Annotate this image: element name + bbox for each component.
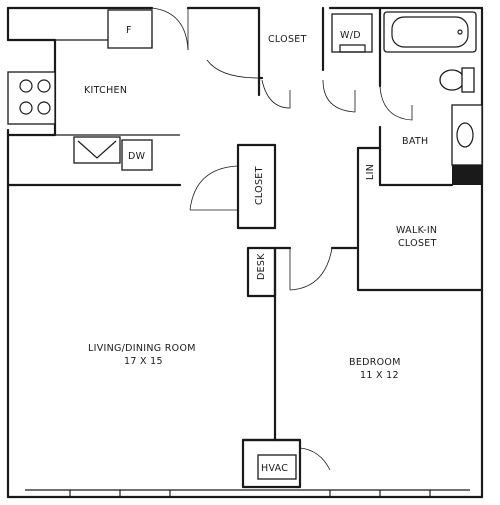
bedroom-area: BEDROOM 11 X 12 <box>349 357 401 381</box>
linen-label: LIN <box>365 164 376 180</box>
dishwasher <box>121 139 153 171</box>
fridge <box>107 9 153 49</box>
bath-label: BATH <box>402 136 428 147</box>
living-dining-area: LIVING/DINING ROOM 17 X 15 <box>88 343 196 367</box>
closet-top-label: CLOSET <box>268 34 307 45</box>
bathtub <box>383 11 477 53</box>
bedroom-size: 11 X 12 <box>360 370 399 381</box>
fridge-label: F <box>126 25 132 36</box>
washer-dryer-label: W/D <box>340 30 361 41</box>
walk-in-closet-label-2: CLOSET <box>398 238 437 249</box>
burner <box>19 79 33 93</box>
living-dining-label: LIVING/DINING ROOM <box>88 343 196 354</box>
walk-in-closet-area: WALK-IN CLOSET <box>396 225 437 249</box>
bedroom-label: BEDROOM <box>349 357 401 368</box>
closet-top-area: CLOSET W/D <box>268 13 373 53</box>
kitchen-label: KITCHEN <box>84 85 127 96</box>
walls <box>6 6 484 499</box>
hvac-area: HVAC <box>257 454 297 480</box>
toilet-tank <box>461 67 475 93</box>
burner <box>37 79 51 93</box>
hvac-unit <box>257 454 297 480</box>
toilet <box>439 69 465 91</box>
desk-label: DESK <box>256 253 267 280</box>
burner <box>19 101 33 115</box>
walk-in-closet-label-1: WALK-IN <box>396 225 437 236</box>
stove <box>7 71 56 125</box>
closet-mid-label: CLOSET <box>254 166 265 205</box>
doors <box>151 7 413 471</box>
kitchen-sink <box>73 136 121 164</box>
bath-cabinet <box>452 165 482 185</box>
dishwasher-label: DW <box>128 151 146 162</box>
mid-closet-area: CLOSET DESK <box>254 166 267 280</box>
living-dining-size: 17 X 15 <box>124 356 163 367</box>
bath-area: BATH LIN <box>365 11 483 185</box>
hvac-label: HVAC <box>261 463 288 474</box>
burner <box>37 101 51 115</box>
kitchen-fixtures: F DW KITCHEN <box>7 9 180 171</box>
